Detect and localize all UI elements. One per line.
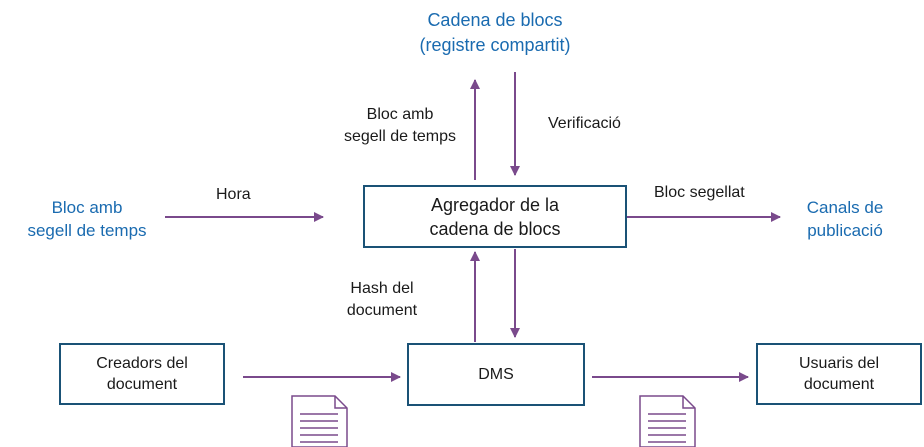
document-hash-edge-label: Hash del document [328,278,436,322]
dms-box: DMS [407,343,585,406]
verification-edge-label: Verificació [548,115,621,132]
creators-box: Creadors del document [59,343,225,405]
timestamp-source-label: Bloc amb segell de temps [12,196,162,242]
document-icon [639,395,696,447]
timestamped-block-edge-line2: segell de temps [343,128,457,145]
publication-line1: Canals de [806,198,884,217]
blockchain-label-line1: Cadena de blocs [427,10,563,30]
timestamped-block-edge-line1: Bloc amb [366,106,434,123]
blockchain-label: Cadena de blocs (registre compartit) [375,8,615,58]
users-line2: document [803,376,875,393]
sealed-block-edge-label: Bloc segellat [654,184,745,201]
creators-line1: Creadors del [96,355,188,372]
document-icon [291,395,348,447]
publication-label: Canals de publicació [790,196,900,242]
time-edge-label: Hora [216,186,251,203]
users-line1: Usuaris del [798,355,880,372]
blockchain-label-line2: (registre compartit) [419,35,571,55]
timestamp-source-line1: Bloc amb [51,198,123,217]
creators-line2: document [106,376,178,393]
document-hash-line1: Hash del [350,280,414,297]
timestamped-block-edge-label: Bloc amb segell de temps [335,104,465,148]
aggregator-line2: cadena de blocs [429,218,561,239]
users-box: Usuaris del document [756,343,922,405]
dms-label: DMS [478,366,514,383]
timestamp-source-line2: segell de temps [27,221,147,240]
aggregator-line1: Agregador de la [430,194,560,215]
document-hash-line2: document [346,302,418,319]
publication-line2: publicació [807,221,883,240]
aggregator-box: Agregador de la cadena de blocs [363,185,627,248]
